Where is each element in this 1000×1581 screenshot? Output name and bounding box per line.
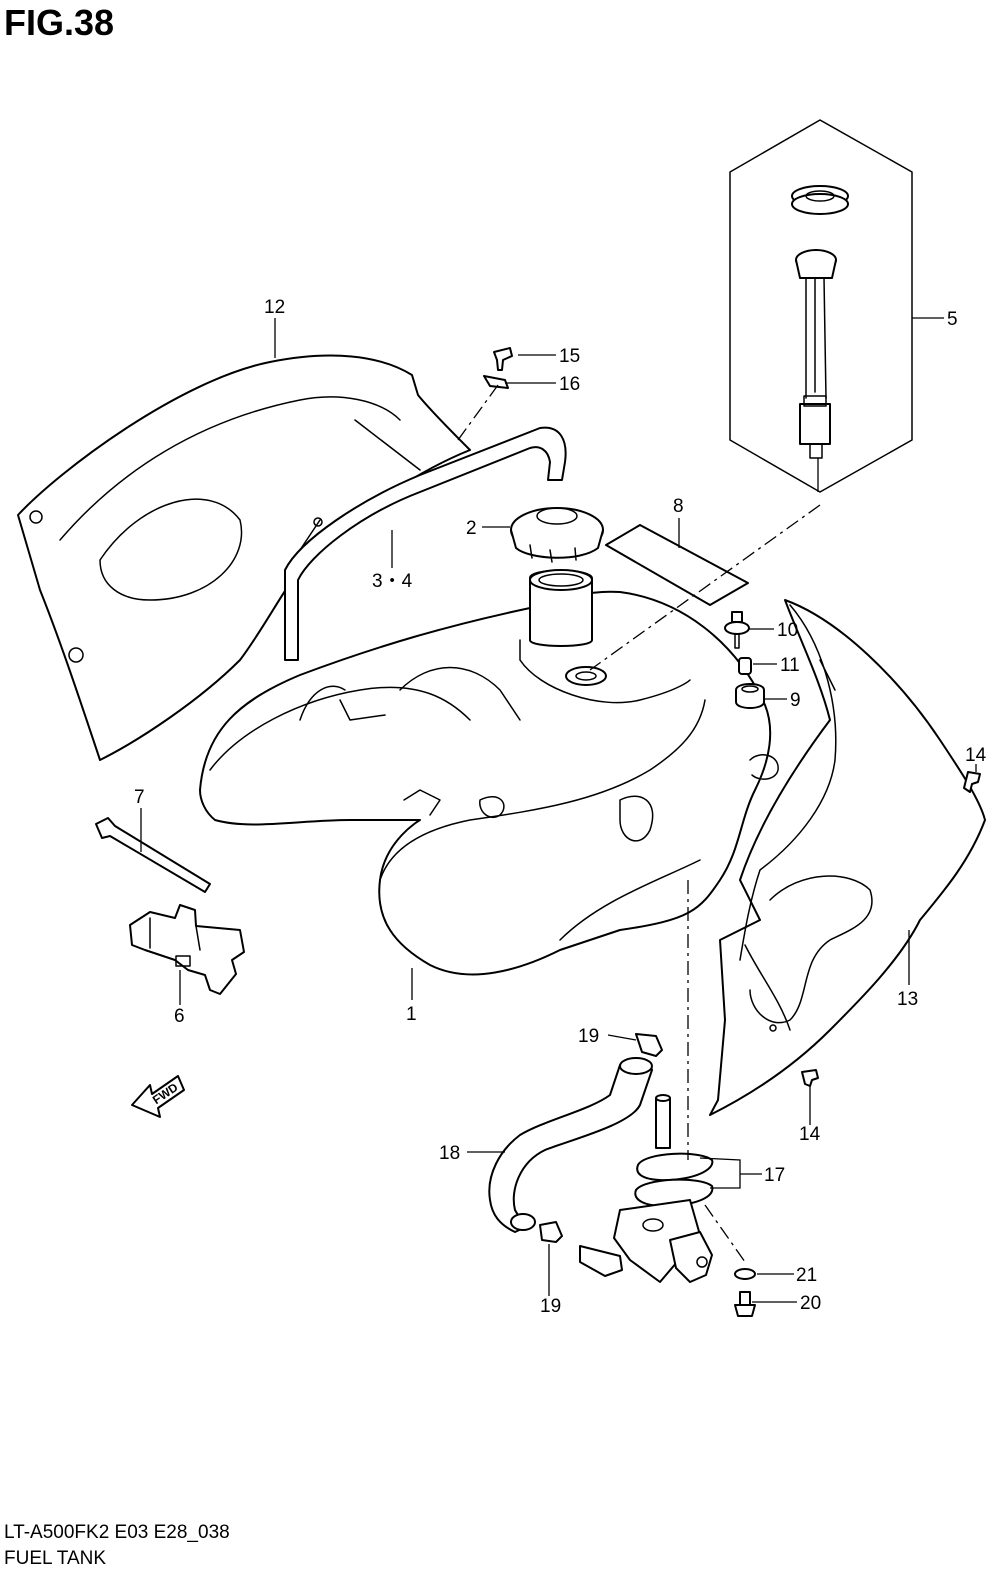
leader-lines	[140, 317, 977, 1303]
breather-hose	[284, 426, 567, 661]
clip-14-upper	[963, 771, 981, 793]
callout-3-4: 3・4	[372, 571, 413, 592]
fuel-gauge-sender-box	[729, 119, 913, 493]
callout-15: 15	[559, 346, 580, 367]
fuel-hose	[488, 1057, 653, 1233]
cushion-9	[735, 683, 765, 709]
callout-7: 7	[134, 787, 145, 808]
callout-14-lower: 14	[799, 1124, 821, 1145]
washer-21	[734, 1268, 756, 1280]
callout-5: 5	[947, 309, 958, 330]
clip-15	[493, 347, 513, 371]
fuel-cap	[510, 507, 604, 563]
hose-clamp-upper	[635, 1033, 663, 1057]
callout-20: 20	[800, 1293, 821, 1314]
callout-19-upper: 19	[578, 1026, 599, 1047]
callout-21: 21	[796, 1265, 817, 1286]
callout-17: 17	[764, 1165, 785, 1186]
hose-bracket	[129, 904, 245, 995]
callout-10: 10	[777, 620, 798, 641]
callout-8: 8	[673, 496, 684, 517]
callout-9: 9	[790, 690, 801, 711]
forward-arrow: FWD	[131, 1075, 185, 1118]
clip-16	[483, 375, 509, 389]
collar-11	[738, 657, 752, 675]
callout-6: 6	[174, 1006, 185, 1027]
side-cover-right	[709, 599, 986, 1116]
diagram-name: FUEL TANK	[4, 1548, 107, 1569]
bolt-10	[724, 611, 750, 649]
bolt-20	[734, 1291, 756, 1317]
callout-labels: 12 2 3・4 15 16 8 5 10 11 9 7 6 1 14 13 1…	[134, 297, 987, 1317]
figure-title: FIG.38	[4, 2, 115, 43]
assembly-lines	[457, 384, 821, 1263]
clip-14-lower	[801, 1069, 819, 1087]
fuel-tank	[199, 569, 779, 976]
caution-label	[605, 524, 749, 606]
side-cover-left	[17, 354, 471, 761]
callout-18: 18	[439, 1143, 460, 1164]
callout-11: 11	[780, 655, 800, 676]
callout-1: 1	[406, 1004, 417, 1025]
hose-clamp-lower	[539, 1221, 563, 1243]
callout-12: 12	[264, 297, 285, 318]
callout-19-lower: 19	[540, 1296, 561, 1317]
callout-16: 16	[559, 374, 580, 395]
fuel-valve	[579, 1094, 714, 1283]
cable-tie	[95, 817, 211, 893]
callout-2: 2	[466, 518, 477, 539]
callout-13: 13	[897, 989, 918, 1010]
diagram-code: LT-A500FK2 E03 E28_038	[4, 1522, 230, 1543]
callout-14-upper: 14	[965, 745, 987, 766]
